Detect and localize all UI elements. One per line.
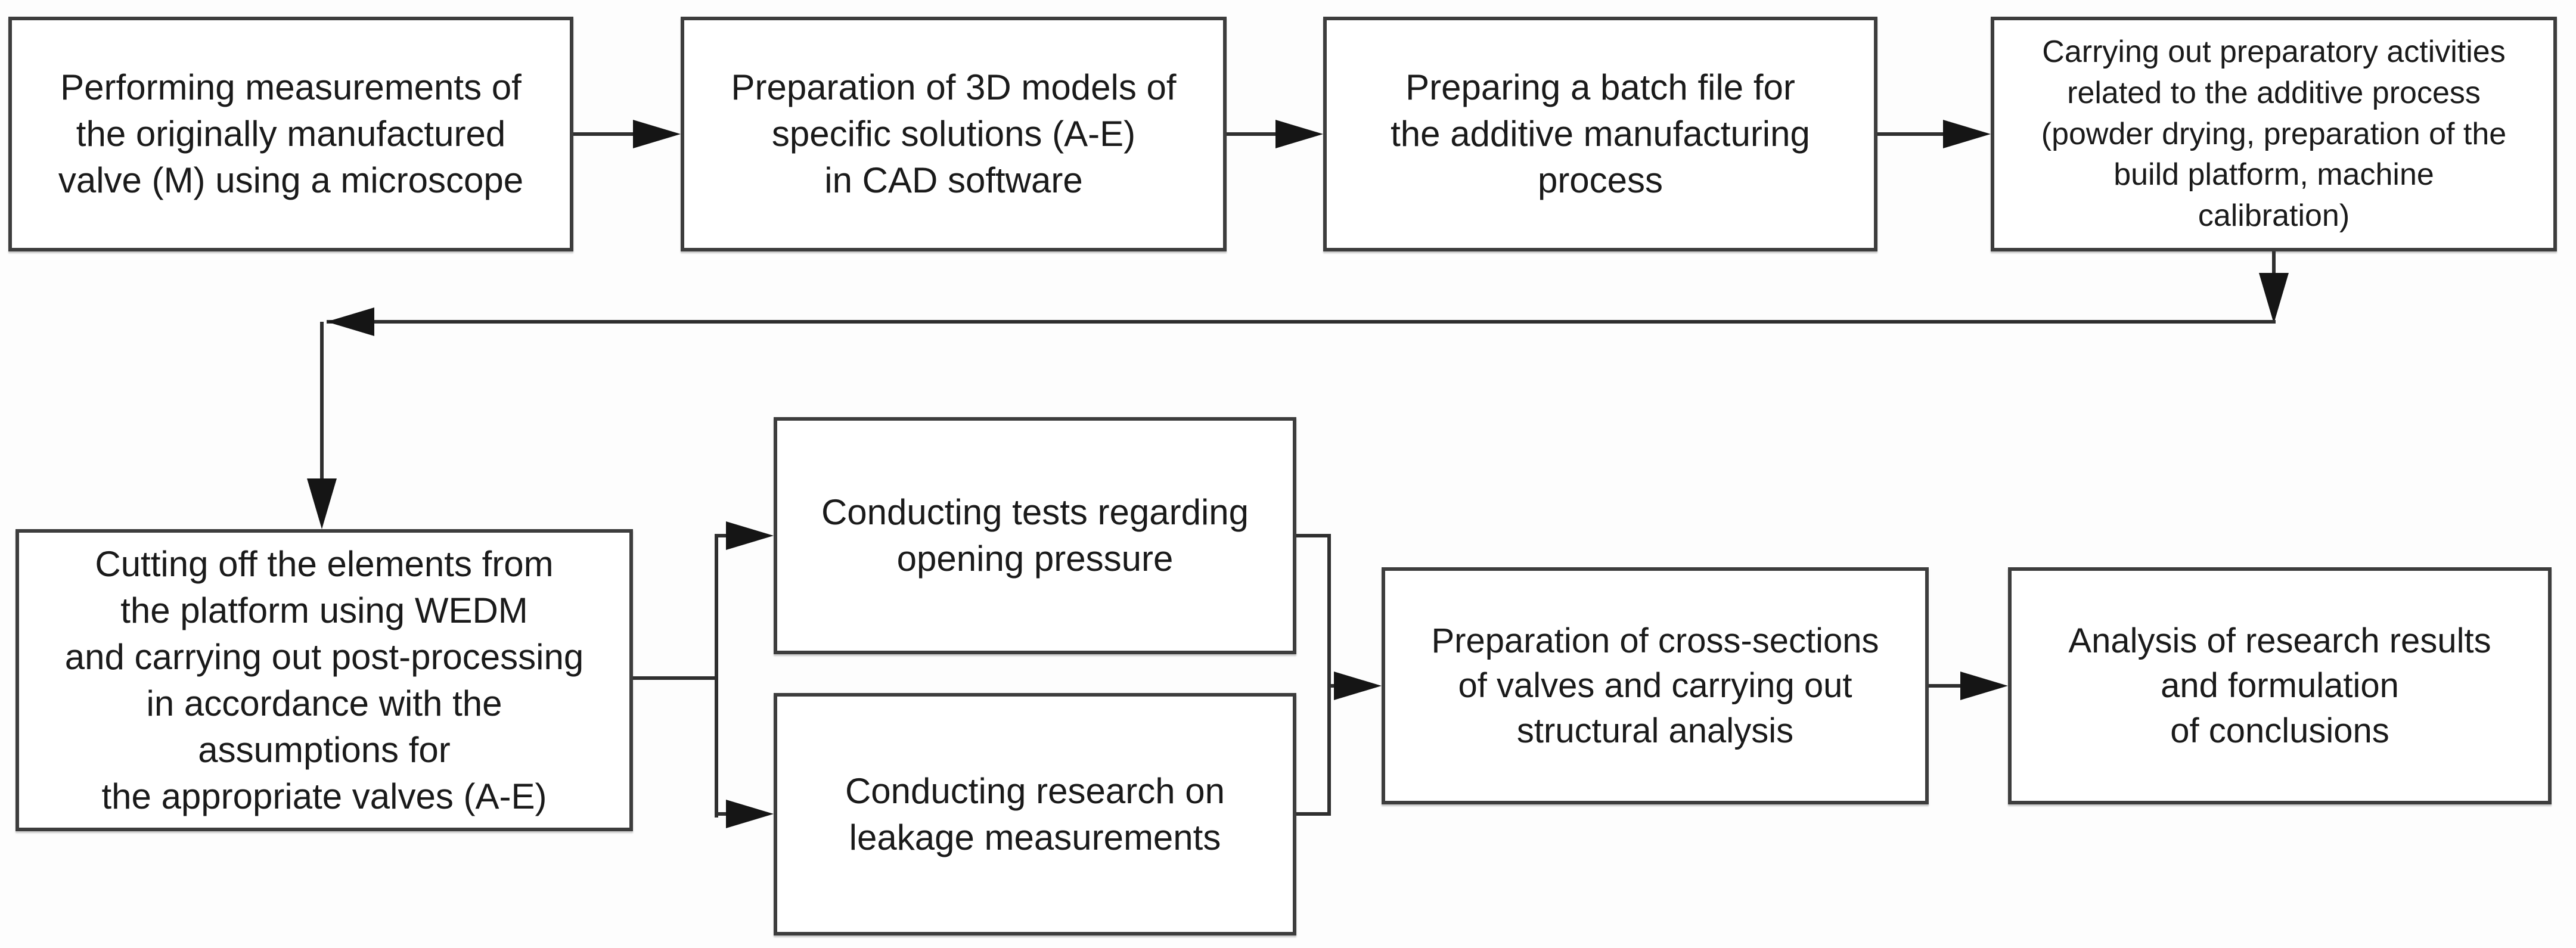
connector-b1-b2-line: [573, 132, 639, 136]
connector-b3-b4-line: [1877, 132, 1949, 136]
arrowhead-right-icon: [1275, 120, 1323, 148]
arrowhead-down-icon: [307, 478, 337, 529]
arrowhead-right-icon: [726, 800, 774, 828]
connector-b2-b3-line: [1227, 132, 1286, 136]
step-wedm-cutting-label: Cutting off the elements from the platfo…: [64, 543, 584, 816]
step-conclusions-label: Analysis of research results and formula…: [2068, 621, 2491, 750]
step-cross-sections-box: Preparation of cross-sections of valves …: [1382, 567, 1929, 804]
step-cad-models-box: Preparation of 3D models of specific sol…: [681, 17, 1227, 251]
connector-fork-upper-stub: [715, 534, 730, 537]
connector-feedback-horizontal-line: [327, 320, 2276, 324]
connector-merge-vertical-line: [1327, 534, 1331, 816]
step-cross-sections-label: Preparation of cross-sections of valves …: [1431, 621, 1879, 750]
connector-b5-out-line: [633, 676, 718, 680]
step-batch-file-box: Preparing a batch file for the additive …: [1323, 17, 1877, 251]
connector-merge-out-stub: [1327, 684, 1339, 688]
connector-fork-vertical-line: [715, 534, 718, 818]
step-opening-pressure-tests-label: Conducting tests regarding opening press…: [821, 492, 1249, 579]
step-preparatory-activities-label: Carrying out preparatory activities rela…: [2041, 35, 2507, 233]
connector-feedback-down-line: [320, 322, 324, 483]
connector-b4-down-line: [2272, 251, 2276, 278]
step-opening-pressure-tests-box: Conducting tests regarding opening press…: [774, 417, 1296, 654]
step-wedm-cutting-box: Cutting off the elements from the platfo…: [15, 529, 633, 831]
connector-b7-b8-line: [1929, 684, 1964, 688]
arrowhead-right-icon: [1960, 672, 2008, 700]
arrowhead-right-icon: [633, 120, 681, 148]
step-batch-file-label: Preparing a batch file for the additive …: [1391, 67, 1810, 200]
step-conclusions-box: Analysis of research results and formula…: [2008, 567, 2552, 804]
arrowhead-down-icon: [2259, 273, 2289, 324]
step-leakage-research-box: Conducting research on leakage measureme…: [774, 693, 1296, 935]
step-cad-models-label: Preparation of 3D models of specific sol…: [731, 67, 1177, 200]
arrowhead-left-icon: [327, 307, 374, 336]
step-microscope-measurements-label: Performing measurements of the originall…: [58, 67, 524, 200]
connector-fork-lower-stub: [715, 812, 730, 816]
connector-merge-upper-stub: [1296, 534, 1331, 537]
arrowhead-right-icon: [1943, 120, 1991, 148]
step-microscope-measurements-box: Performing measurements of the originall…: [8, 17, 573, 251]
connector-merge-lower-stub: [1296, 812, 1331, 816]
arrowhead-right-icon: [726, 521, 774, 550]
arrowhead-right-icon: [1334, 672, 1382, 700]
step-leakage-research-label: Conducting research on leakage measureme…: [845, 770, 1225, 857]
step-preparatory-activities-box: Carrying out preparatory activities rela…: [1991, 17, 2557, 251]
